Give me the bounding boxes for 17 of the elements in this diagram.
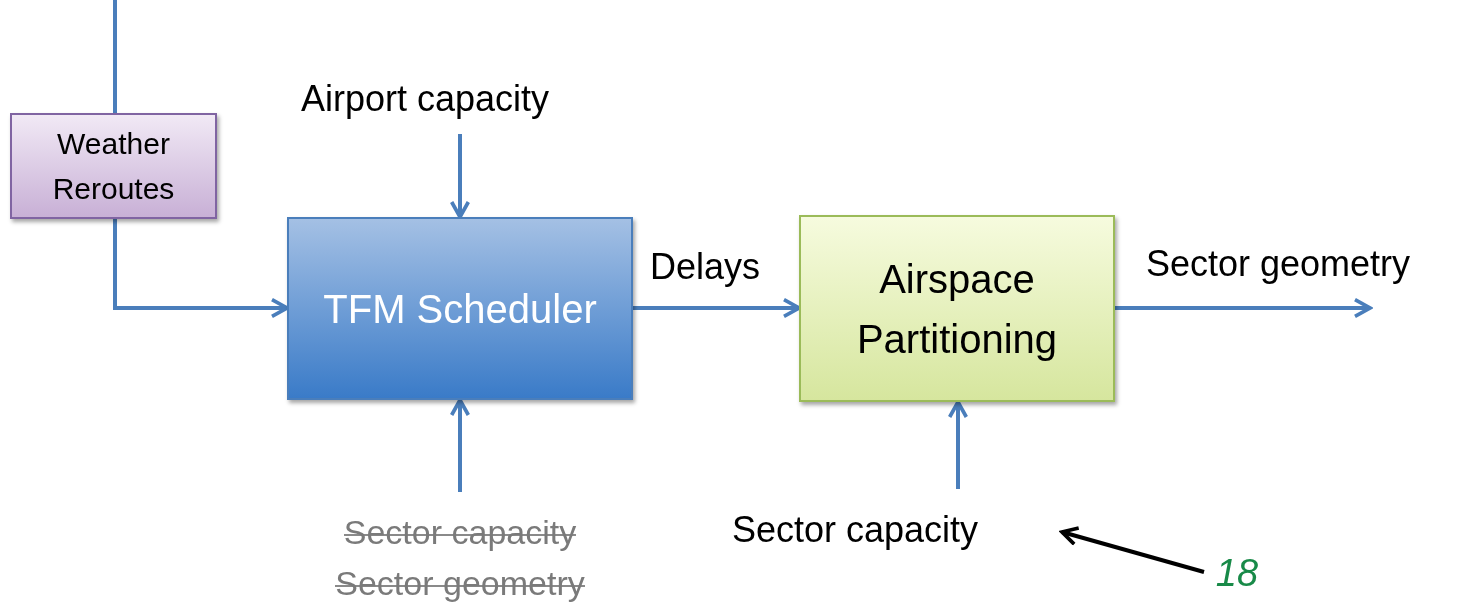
process-box — [10, 113, 217, 219]
input-label: Airport capacity — [262, 72, 588, 126]
process-box — [287, 217, 633, 400]
arrow — [449, 398, 471, 492]
box-label: Weather Reroutes — [51, 126, 176, 207]
box-label: Airspace Partitioning — [855, 255, 1059, 363]
box-label: TFM Scheduler — [323, 285, 597, 333]
arrow — [113, 219, 289, 319]
arrow — [947, 400, 969, 489]
connector-line — [113, 0, 117, 113]
process-box — [799, 215, 1115, 402]
arrow — [1115, 297, 1372, 319]
arrow — [1060, 526, 1205, 574]
input-label: Sector capacity — [700, 503, 1010, 557]
arrow — [633, 297, 801, 319]
callout-number: 18 — [1206, 548, 1268, 598]
arrow — [449, 134, 471, 219]
